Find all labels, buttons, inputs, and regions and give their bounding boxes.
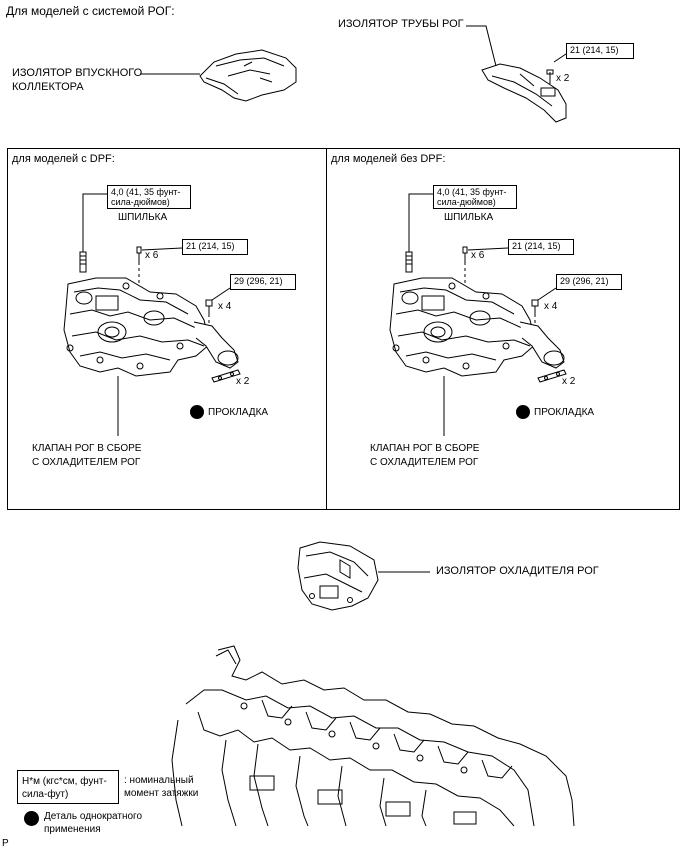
egr-pipe-insulator-drawing: [466, 25, 567, 123]
legend-torque-line1: Н*м (кгс*см, фунт-: [22, 776, 107, 787]
legend-torque-description: : номинальный момент затяжки: [124, 774, 198, 800]
nodpf-valve-label: КЛАПАН РОГ В СБОРЕ С ОХЛАДИТЕЛЕМ РОГ: [370, 442, 479, 470]
nodpf-bolt-count: x 6: [471, 250, 485, 261]
nodpf-stud-torque-line2: сила-дюймов): [437, 197, 496, 207]
pipe-bolt-count: x 2: [556, 73, 570, 84]
intake-manifold-insulator-drawing: [140, 49, 297, 102]
panel-nodpf-frame: [326, 148, 680, 510]
panel-nodpf-title: для моделей без DPF:: [331, 153, 446, 165]
nodpf-nonreusable-dot: [516, 405, 530, 419]
dpf-stud-label: ШПИЛЬКА: [118, 212, 168, 223]
nodpf-gasket-count: x 2: [562, 376, 576, 387]
dpf-gasket-label: ПРОКЛАДКА: [208, 407, 269, 418]
nodpf-valve-line2: С ОХЛАДИТЕЛЕМ РОГ: [370, 457, 479, 468]
dpf-nonreusable-dot: [190, 405, 204, 419]
nodpf-stud-label: ШПИЛЬКА: [444, 212, 494, 223]
nodpf-gasket-label: ПРОКЛАДКА: [534, 407, 595, 418]
intake-insulator-line2: КОЛЛЕКТОРА: [12, 81, 84, 93]
dpf-stud-torque-box: 4,0 (41, 35 фунт- сила-дюймов): [107, 185, 191, 209]
dpf-bolt-torque-box: 21 (214, 15): [182, 239, 248, 255]
nodpf-nut-count: x 4: [544, 301, 558, 312]
egr-cooler-insulator-drawing: [297, 541, 430, 611]
dpf-gasket-count: x 2: [236, 376, 250, 387]
nodpf-valve-line1: КЛАПАН РОГ В СБОРЕ: [370, 443, 480, 454]
nodpf-stud-torque-box: 4,0 (41, 35 фунт- сила-дюймов): [433, 185, 517, 209]
pipe-torque-box: 21 (214, 15): [566, 43, 634, 59]
dpf-valve-line2: С ОХЛАДИТЕЛЕМ РОГ: [32, 457, 141, 468]
dpf-nut-count: x 4: [218, 301, 232, 312]
legend-nonreusable-text: Деталь однократного применения: [44, 810, 142, 836]
legend-nonreusable-dot: [24, 811, 39, 826]
dpf-bolt-count: x 6: [145, 250, 159, 261]
nodpf-nut-torque-box: 29 (296, 21): [556, 274, 622, 290]
engine-block-drawing: [171, 645, 575, 827]
legend-torque-desc-line2: момент затяжки: [124, 788, 199, 799]
nodpf-bolt-torque-box: 21 (214, 15): [508, 239, 574, 255]
dpf-valve-label: КЛАПАН РОГ В СБОРЕ С ОХЛАДИТЕЛЕМ РОГ: [32, 442, 141, 470]
legend-nonreusable-line2: применения: [44, 824, 101, 835]
egr-models-heading: Для моделей с системой РОГ:: [6, 4, 175, 18]
dpf-valve-line1: КЛАПАН РОГ В СБОРЕ: [32, 443, 142, 454]
dpf-nut-torque-box: 29 (296, 21): [230, 274, 296, 290]
egr-cooler-insulator-label: ИЗОЛЯТОР ОХЛАДИТЕЛЯ РОГ: [436, 565, 599, 577]
dpf-stud-torque-line1: 4,0 (41, 35 фунт-: [111, 187, 181, 197]
intake-manifold-insulator-label: ИЗОЛЯТОР ВПУСКНОГО КОЛЛЕКТОРА: [12, 66, 142, 94]
panel-dpf-title: для моделей с DPF:: [12, 153, 115, 165]
intake-insulator-line1: ИЗОЛЯТОР ВПУСКНОГО: [12, 67, 143, 79]
egr-pipe-insulator-label: ИЗОЛЯТОР ТРУБЫ РОГ: [338, 18, 464, 30]
legend-nonreusable-line1: Деталь однократного: [44, 811, 143, 822]
dpf-stud-torque-line2: сила-дюймов): [111, 197, 170, 207]
nodpf-stud-torque-line1: 4,0 (41, 35 фунт-: [437, 187, 507, 197]
legend-torque-line2: сила-фут): [22, 789, 69, 800]
egr-valve-assembly-dpf-drawing: [63, 193, 241, 436]
legend-torque-desc-line1: : номинальный: [124, 775, 194, 786]
illustration-code: P: [2, 838, 9, 849]
legend-torque-box: Н*м (кгс*см, фунт- сила-фут): [17, 770, 119, 804]
